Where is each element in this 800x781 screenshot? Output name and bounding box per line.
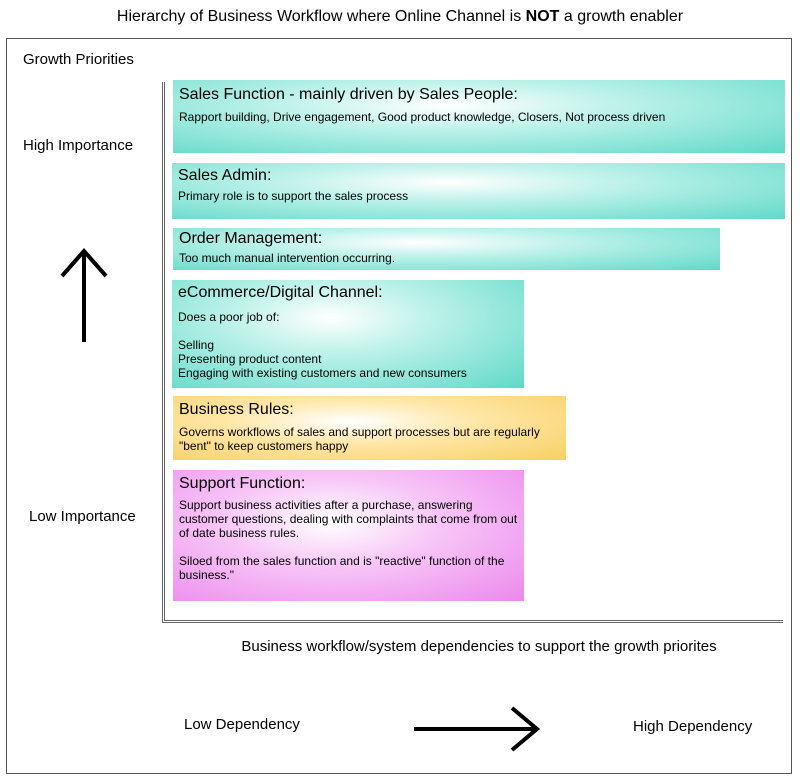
box-text: Governs workflows of sales and support p…: [179, 425, 540, 453]
box-heading: Order Management:: [179, 230, 323, 247]
x-axis-caption: Business workflow/system dependencies to…: [241, 638, 717, 655]
box-heading: Business Rules:: [179, 401, 294, 418]
y-axis-high-label: High Importance: [23, 137, 134, 154]
x-axis-high-label: High Dependency: [633, 718, 753, 735]
y-axis-low-label: Low Importance: [29, 508, 136, 525]
chart-axes: [162, 82, 783, 623]
order-management-box: Order Management: Too much manual interv…: [173, 228, 720, 270]
sales-admin-box: Sales Admin: Primary role is to support …: [172, 163, 785, 219]
box-heading: eCommerce/Digital Channel:: [178, 284, 383, 301]
box-heading: Sales Function - mainly driven by Sales …: [179, 86, 518, 103]
box-text: Support business activities after a purc…: [179, 498, 518, 582]
box-text: Primary role is to support the sales pro…: [178, 189, 409, 203]
box-text: Does a poor job of: Selling Presenting p…: [178, 310, 467, 380]
x-axis-low-label: Low Dependency: [184, 716, 300, 733]
box-heading: Sales Admin:: [178, 167, 272, 184]
diagram-frame: [6, 38, 792, 774]
ecommerce-channel-box: eCommerce/Digital Channel: Does a poor j…: [172, 280, 524, 388]
up-arrow-icon: [60, 247, 108, 342]
support-function-box: Support Function: Support business activ…: [173, 470, 524, 601]
y-axis-heading: Growth Priorities: [23, 51, 134, 68]
sales-function-box: Sales Function - mainly driven by Sales …: [173, 80, 785, 153]
box-text: Too much manual intervention occurring.: [179, 251, 396, 265]
box-heading: Support Function:: [179, 475, 306, 492]
diagram-title: Hierarchy of Business Workflow where Onl…: [116, 8, 684, 25]
right-arrow-icon: [414, 706, 541, 752]
box-text: Rapport building, Drive engagement, Good…: [179, 110, 666, 124]
business-rules-box: Business Rules: Governs workflows of sal…: [173, 396, 566, 460]
